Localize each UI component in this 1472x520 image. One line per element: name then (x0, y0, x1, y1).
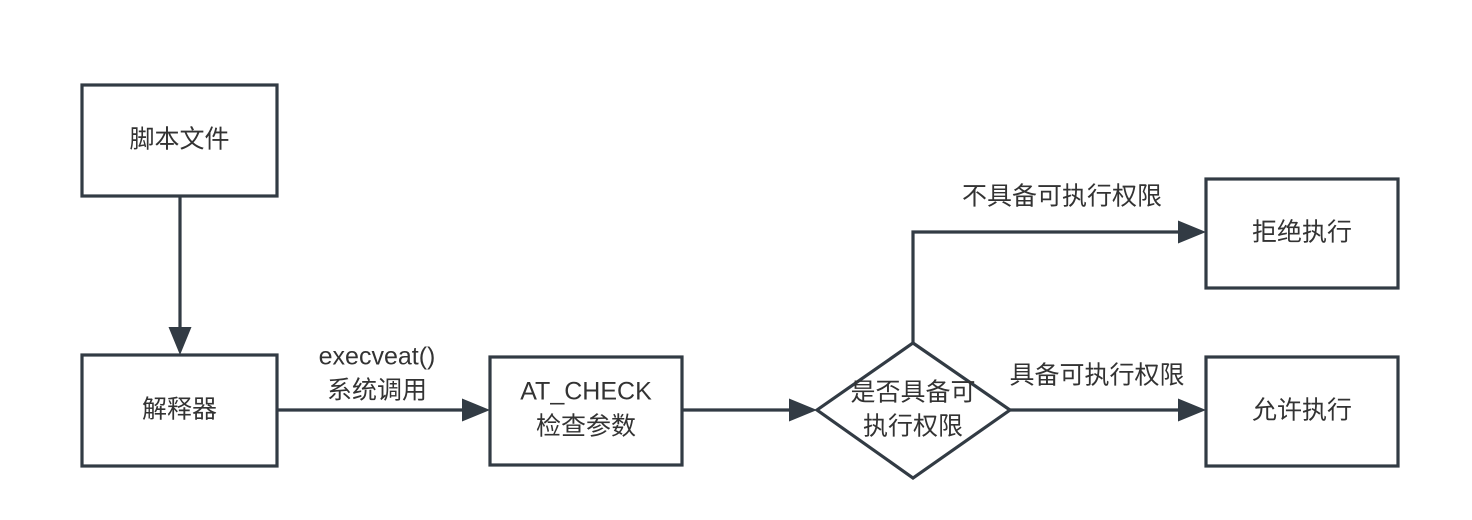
node-allow-execution[interactable]: 允许执行 (1204, 355, 1400, 468)
edge-interpreter-to-at-check-arrowhead (462, 398, 490, 422)
node-interpreter-box[interactable] (80, 353, 279, 468)
node-decision-permission[interactable]: 是否具备可 执行权限 (814, 341, 1013, 480)
edge-decision-to-deny-line (911, 230, 1182, 343)
node-allow-execution-box[interactable] (1204, 355, 1400, 468)
edge-interpreter-to-at-check-label-line2: 系统调用 (327, 377, 427, 405)
node-interpreter-label: 解释器 (142, 396, 217, 424)
node-deny-execution-box[interactable] (1204, 177, 1400, 290)
edge-at-check-to-decision-arrowhead (789, 398, 817, 422)
node-decision-permission-label-line1: 是否具备可 (850, 379, 975, 407)
edge-decision-to-allow-arrowhead (1178, 398, 1206, 422)
edge-script-to-interpreter-arrowhead (168, 327, 192, 355)
edge-script-to-interpreter (168, 196, 192, 355)
edge-interpreter-to-at-check: execveat() 系统调用 (277, 343, 490, 422)
node-at-check[interactable]: AT_CHECK 检查参数 (488, 355, 684, 467)
node-allow-execution-label: 允许执行 (1252, 397, 1352, 425)
node-deny-execution-label: 拒绝执行 (1252, 219, 1352, 247)
edge-decision-to-deny: 不具备可执行权限 (911, 183, 1206, 343)
node-at-check-label-line2: 检查参数 (536, 413, 636, 441)
edge-decision-to-allow: 具备可执行权限 (1009, 362, 1206, 422)
node-decision-permission-diamond[interactable] (814, 341, 1013, 480)
edge-interpreter-to-at-check-label-line1: execveat() (319, 343, 436, 371)
edge-at-check-to-decision (682, 398, 817, 422)
node-script-file-label: 脚本文件 (129, 126, 229, 154)
edge-decision-to-allow-label: 具备可执行权限 (1009, 362, 1184, 390)
node-script-file[interactable]: 脚本文件 (80, 83, 279, 198)
edge-decision-to-deny-arrowhead (1178, 220, 1206, 244)
node-at-check-label-line1: AT_CHECK (520, 378, 652, 406)
node-at-check-box[interactable] (488, 355, 684, 467)
node-decision-permission-label-line2: 执行权限 (863, 413, 963, 441)
node-interpreter[interactable]: 解释器 (80, 353, 279, 468)
node-deny-execution[interactable]: 拒绝执行 (1204, 177, 1400, 290)
node-script-file-box[interactable] (80, 83, 279, 198)
edge-decision-to-deny-label: 不具备可执行权限 (962, 183, 1162, 211)
